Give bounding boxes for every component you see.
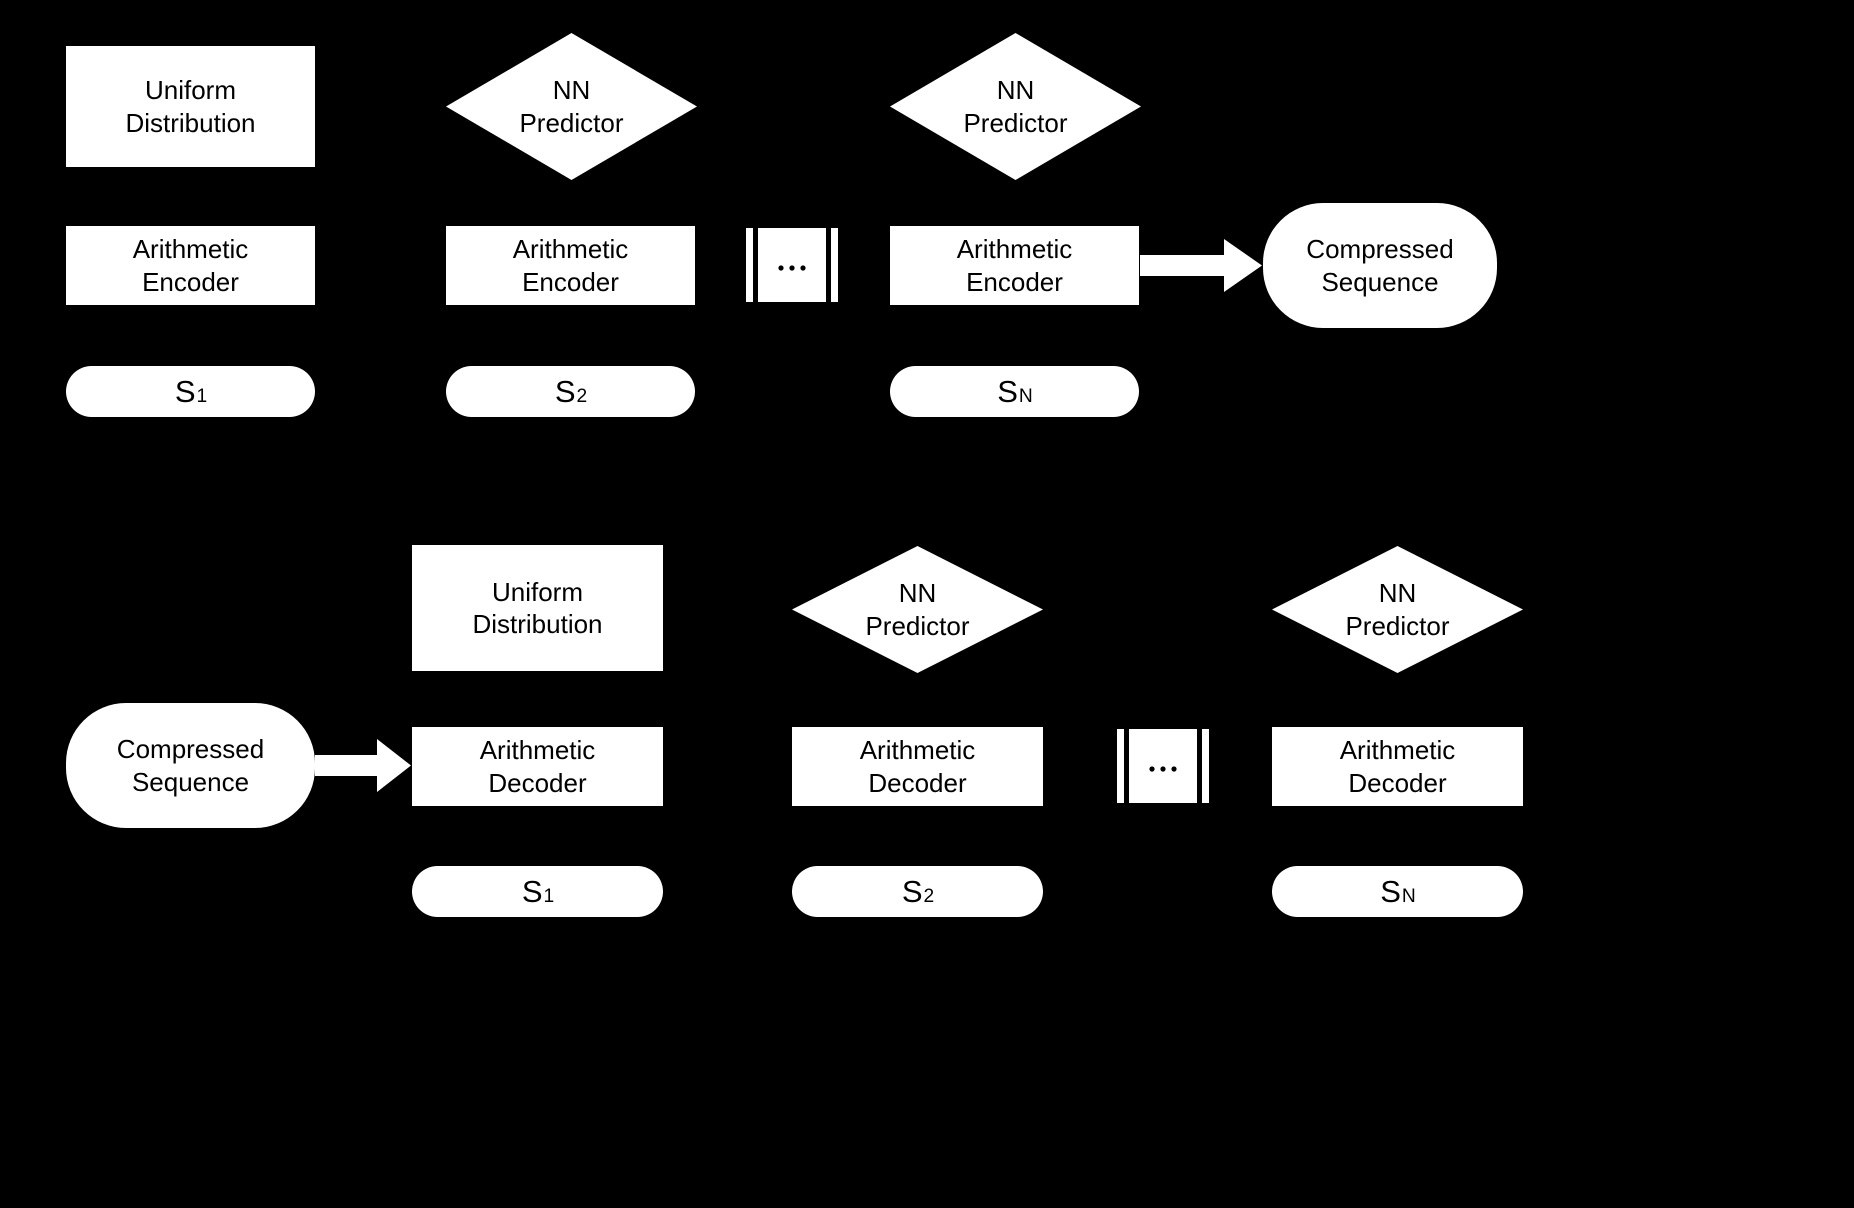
decoder-input-compressed-sequence[interactable]: Compressed Sequence — [66, 703, 315, 828]
encoder-symbol-s2-subscript: 2 — [576, 385, 588, 407]
encoder-model-nn-predictor-2[interactable]: NN Predictor — [890, 33, 1141, 180]
encoder-model-nn-predictor-1[interactable]: NN Predictor — [446, 33, 697, 180]
decoder-symbol-s2-base: S — [901, 874, 923, 909]
encoder-symbol-s1-base: S — [174, 374, 196, 409]
decoder-symbol-s1-base: S — [521, 874, 543, 909]
encoder-output-compressed-sequence[interactable]: Compressed Sequence — [1263, 203, 1497, 328]
decoder-symbol-s1-subscript: 1 — [543, 885, 555, 907]
decoder-model-uniform-distribution[interactable]: Uniform Distribution — [412, 545, 663, 671]
encoder-ellipsis-separator — [746, 228, 838, 302]
decoder-model-nn-predictor-2[interactable]: NN Predictor — [1272, 546, 1523, 673]
arithmetic-decoder-2[interactable]: Arithmetic Decoder — [792, 727, 1043, 806]
decoder-symbol-s2-subscript: 2 — [923, 885, 935, 907]
decoder-input-arrow-icon — [315, 739, 411, 792]
arithmetic-encoder-1[interactable]: Arithmetic Encoder — [66, 226, 315, 305]
arithmetic-encoder-2[interactable]: Arithmetic Encoder — [446, 226, 695, 305]
arithmetic-decoder-1[interactable]: Arithmetic Decoder — [412, 727, 663, 806]
decoder-symbol-sn-subscript: N — [1401, 885, 1416, 907]
encoder-symbol-s2-base: S — [554, 374, 576, 409]
encoder-model-uniform-distribution[interactable]: Uniform Distribution — [66, 46, 315, 167]
encoder-symbol-sn-base: S — [997, 374, 1018, 409]
decoder-symbol-sn-base: S — [1380, 874, 1401, 909]
decoder-model-nn-predictor-1[interactable]: NN Predictor — [792, 546, 1043, 673]
decoder-ellipsis-separator — [1117, 729, 1209, 803]
encoder-symbol-s1-subscript: 1 — [196, 385, 208, 407]
arithmetic-decoder-n[interactable]: Arithmetic Decoder — [1272, 727, 1523, 806]
arithmetic-encoder-n[interactable]: Arithmetic Encoder — [890, 226, 1139, 305]
encoder-output-arrow-icon — [1140, 239, 1262, 292]
encoder-symbol-sn-subscript: N — [1018, 385, 1033, 407]
